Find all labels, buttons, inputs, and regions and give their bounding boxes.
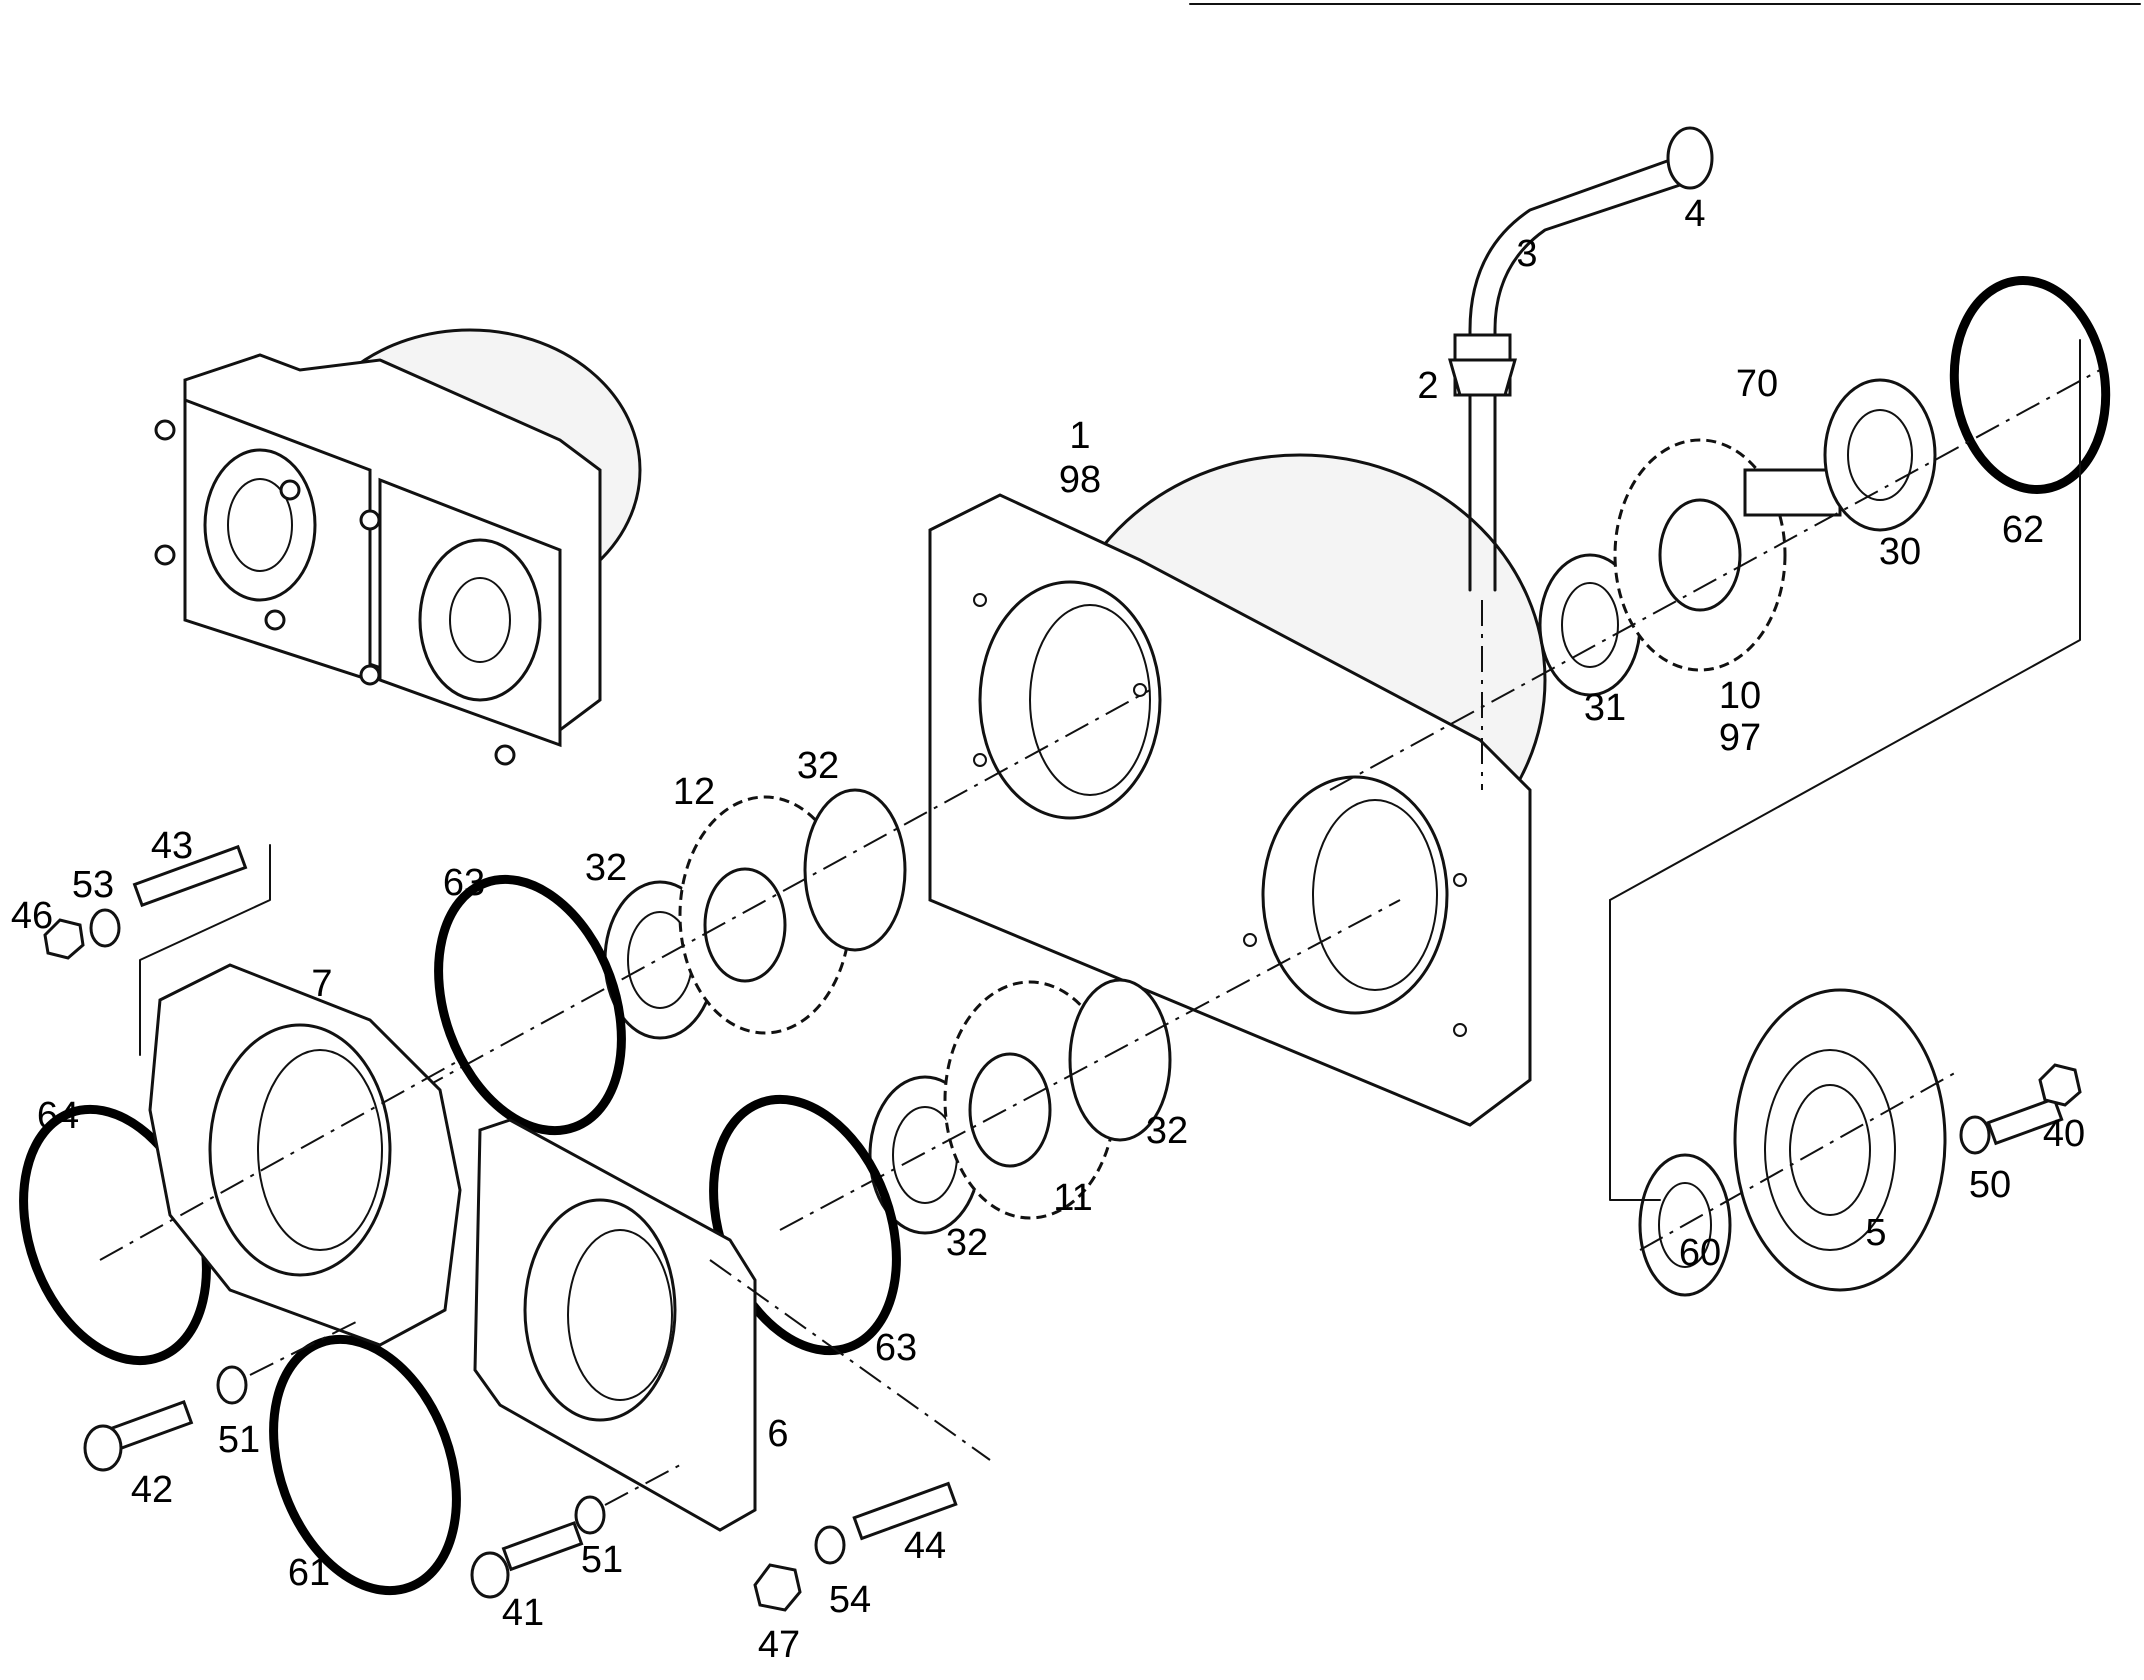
callout-12: 12 (673, 771, 715, 813)
callout-30: 30 (1879, 531, 1921, 573)
callout-44: 44 (904, 1525, 946, 1567)
callout-43: 43 (151, 825, 193, 867)
assembled-gearbox-view (154, 328, 642, 766)
callout-6: 6 (767, 1413, 788, 1455)
callout-51-b: 51 (581, 1539, 623, 1581)
callout-5: 5 (1865, 1212, 1886, 1254)
callout-62: 62 (2002, 509, 2044, 551)
callout-60: 60 (1679, 1232, 1721, 1274)
cover-7 (99, 963, 462, 1347)
callout-labels: 1 98 2 3 4 70 30 62 31 10 97 12 32 32 32… (11, 193, 2085, 1666)
callout-47: 47 (758, 1624, 800, 1666)
callout-32-d: 32 (946, 1222, 988, 1264)
gear-12-assembly (419, 689, 1151, 1091)
cover-5 (1733, 988, 1947, 1292)
fasteners (43, 844, 2082, 1612)
main-housing (928, 453, 1547, 1127)
seal-60-bore (1658, 1182, 1712, 1268)
callout-70: 70 (1736, 363, 1778, 405)
callout-4: 4 (1684, 193, 1705, 235)
callout-3: 3 (1516, 233, 1537, 275)
callout-2: 2 (1417, 365, 1438, 407)
callout-10: 10 (1719, 675, 1761, 717)
upper-shaft-parts (1329, 275, 2111, 901)
callout-11: 11 (1053, 1177, 1092, 1219)
callout-7: 7 (311, 963, 332, 1005)
cover-6 (473, 1118, 757, 1532)
dipstick-assembly (1448, 126, 1714, 790)
callout-32-b: 32 (585, 847, 627, 889)
callout-50: 50 (1969, 1164, 2011, 1206)
callout-31: 31 (1584, 687, 1626, 729)
callout-53: 53 (72, 864, 114, 906)
callout-97: 97 (1719, 717, 1761, 759)
callout-32-a: 32 (797, 745, 839, 787)
callout-40: 40 (2043, 1113, 2085, 1155)
callout-32-c: 32 (1146, 1110, 1188, 1152)
o-ring-61 (269, 1334, 461, 1596)
o-ring-63-upper (434, 874, 626, 1136)
callout-54: 54 (829, 1579, 871, 1621)
callout-63-a: 63 (443, 862, 485, 904)
callout-63-b: 63 (875, 1327, 917, 1369)
callout-41: 41 (502, 1592, 544, 1634)
callout-98: 98 (1059, 459, 1101, 501)
callout-64: 64 (37, 1095, 79, 1137)
callout-61: 61 (288, 1552, 330, 1594)
callout-51-a: 51 (218, 1419, 260, 1461)
callout-1: 1 (1069, 415, 1090, 457)
callout-46: 46 (11, 895, 53, 937)
callout-42: 42 (131, 1469, 173, 1511)
gear-11-assembly (779, 899, 1401, 1235)
